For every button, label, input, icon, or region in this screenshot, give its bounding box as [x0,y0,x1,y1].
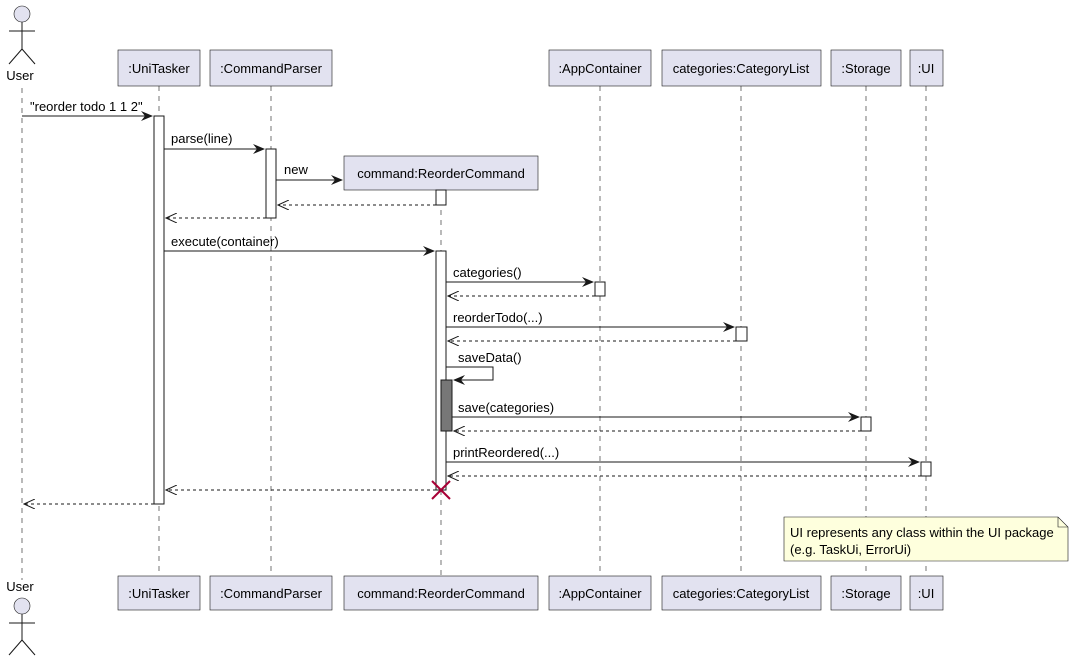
message-execute: execute(container) [164,234,435,256]
participant-ui-top: :UI [909,49,944,87]
participant-storage-top: :Storage [830,49,902,87]
message-save-data-self: saveData() [446,350,522,385]
participant-label: :UI [918,586,935,601]
message-label: "reorder todo 1 1 2" [30,99,143,114]
activation-ui [920,461,932,477]
participant-ui-bottom: :UI [909,575,944,611]
activation-categories [735,326,748,342]
participant-label: :AppContainer [558,61,642,76]
participant-storage-bottom: :Storage [830,575,902,611]
participant-categories-bottom: categories:CategoryList [661,575,822,611]
participant-categories-top: categories:CategoryList [661,49,822,87]
actor-head-icon [13,5,31,23]
message-print-reordered: printReordered(...) [446,445,920,467]
activation-unitasker [153,115,165,505]
participant-label: command:ReorderCommand [357,166,525,181]
actor-user-top: User [6,5,36,83]
activation-storage [860,416,872,432]
message-reorder-todo: reorderTodo(...) [446,310,735,332]
participant-label: :AppContainer [558,586,642,601]
participant-label: User [6,579,34,594]
activation-command-nested [440,379,453,432]
message-label: reorderTodo(...) [453,310,543,325]
participant-unitasker-top: :UniTasker [117,49,201,87]
participant-command-created: command:ReorderCommand [343,155,539,191]
participant-label: :Storage [841,61,890,76]
participant-label: categories:CategoryList [673,586,810,601]
message-label: new [284,162,308,177]
participant-label: :Storage [841,586,890,601]
participant-command-bottom: command:ReorderCommand [343,575,539,611]
activation-command [435,250,447,491]
participant-parser-bottom: :CommandParser [209,575,333,611]
note: UI represents any class within the UI pa… [783,516,1069,562]
message-label: save(categories) [458,400,554,415]
participant-app-bottom: :AppContainer [548,575,652,611]
actor-user-bottom: User [6,579,36,656]
participant-label: :CommandParser [220,61,323,76]
participant-label: :CommandParser [220,586,323,601]
message-new: new [276,162,343,185]
note-line-1: UI represents any class within the UI pa… [790,525,1054,540]
participant-unitasker-bottom: :UniTasker [117,575,201,611]
message-parse: parse(line) [164,131,265,154]
message-label: printReordered(...) [453,445,559,460]
actor-head-icon [13,597,31,615]
participant-label: categories:CategoryList [673,61,810,76]
note-line-2: (e.g. TaskUi, ErrorUi) [790,542,911,557]
message-save: save(categories) [452,400,860,422]
participant-label: User [6,68,34,83]
participant-app-top: :AppContainer [548,49,652,87]
participant-label: command:ReorderCommand [357,586,525,601]
participant-label: :UI [918,61,935,76]
participant-label: :UniTasker [128,586,190,601]
message-label: parse(line) [171,131,232,146]
destroy-icon [431,480,451,500]
activation-command-create [435,189,447,206]
participant-parser-top: :CommandParser [209,49,333,87]
message-reorder-input: "reorder todo 1 1 2" [22,99,153,121]
participant-label: :UniTasker [128,61,190,76]
message-categories: categories() [446,265,594,287]
activation-app [594,281,606,297]
message-label: saveData() [458,350,522,365]
message-label: categories() [453,265,522,280]
message-label: execute(container) [171,234,279,249]
activation-parser [265,148,277,219]
